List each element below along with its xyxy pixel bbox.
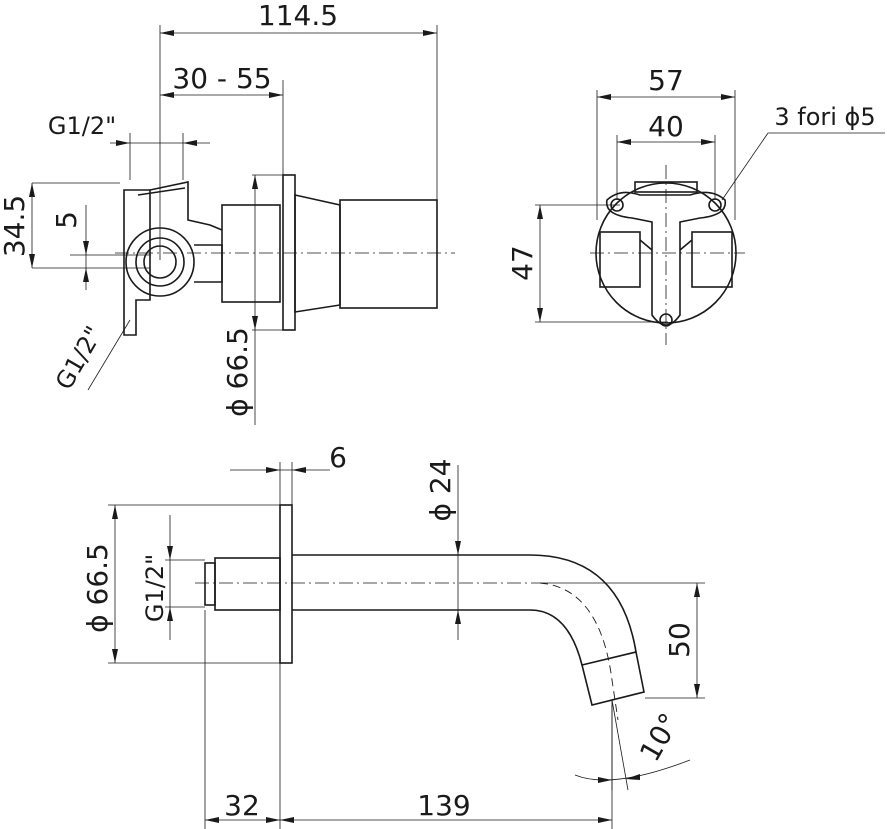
dim-overall-length: 114.5 bbox=[258, 0, 338, 32]
dim-plate-diameter-top: ϕ 66.5 bbox=[221, 327, 254, 417]
dim-height-34-5: 34.5 bbox=[0, 195, 31, 257]
mixer-side-view: 114.5 30 - 55 G1/2" 34.5 5 bbox=[0, 0, 455, 425]
dim-height-47: 47 bbox=[506, 245, 539, 281]
dim-adjust-range: 30 - 55 bbox=[172, 62, 271, 95]
dim-spout-drop: 50 bbox=[663, 622, 696, 658]
dim-offset-5: 5 bbox=[50, 211, 83, 229]
dim-spout-diameter: ϕ 24 bbox=[424, 459, 457, 522]
dim-spout-thread: G1/2" bbox=[141, 554, 169, 622]
dim-inlet-depth: 32 bbox=[224, 789, 260, 822]
dim-plate-thickness: 6 bbox=[329, 441, 347, 474]
spout-side-view: 6 ϕ 24 ϕ 66.5 G1/2" 50 bbox=[81, 441, 705, 829]
dim-holes-note: 3 fori ϕ5 bbox=[774, 103, 875, 131]
dim-spout-angle: 10° bbox=[633, 708, 686, 767]
dim-width-40: 40 bbox=[648, 110, 684, 143]
dim-width-57: 57 bbox=[648, 64, 684, 97]
mixer-front-view: 57 40 3 fori ϕ5 47 bbox=[506, 64, 885, 345]
dim-inlet-thread-top: G1/2" bbox=[48, 112, 116, 140]
dim-spout-length: 139 bbox=[417, 789, 470, 822]
dim-inlet-thread-side: G1/2" bbox=[50, 321, 108, 394]
dim-plate-diameter-bottom: ϕ 66.5 bbox=[81, 543, 114, 633]
